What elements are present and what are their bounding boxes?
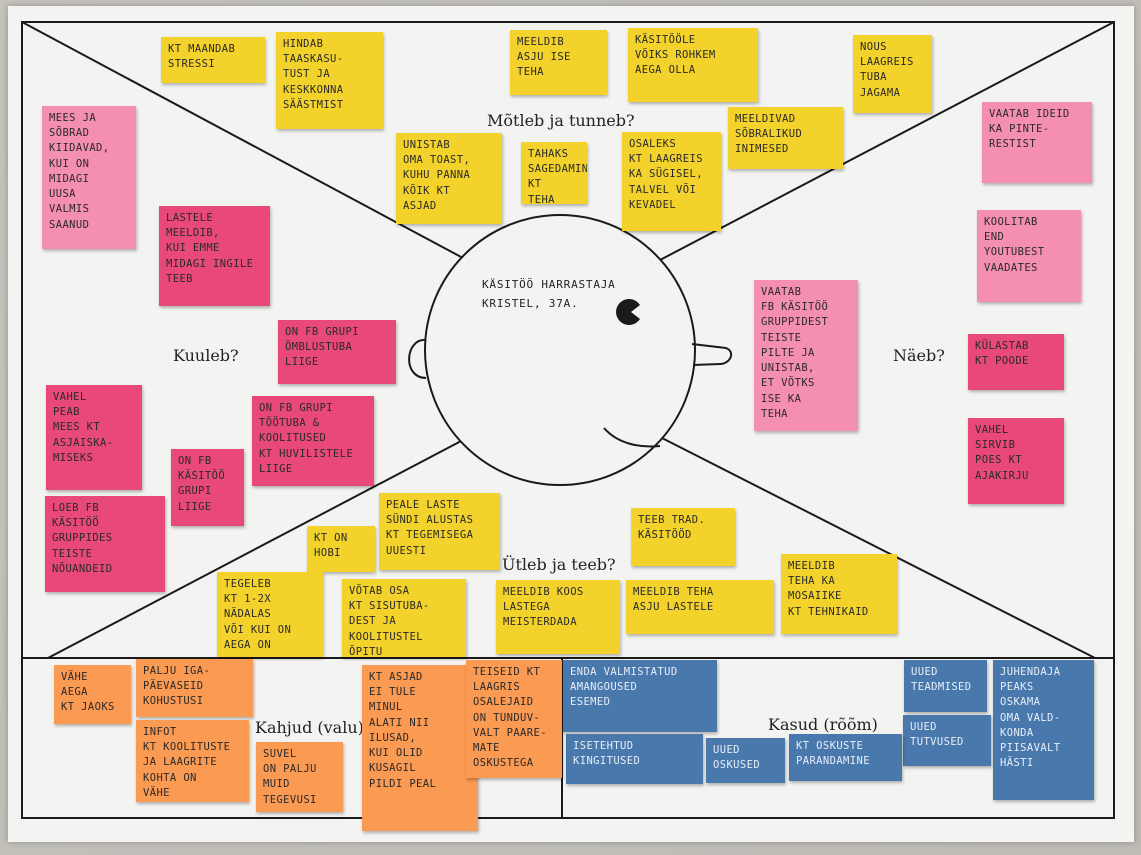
sticky-note: Meeldib koos lastega meisterdada	[496, 580, 620, 654]
label-thinks-feels: Mõtleb ja tunneb?	[487, 111, 635, 130]
sticky-note: Mees ja sõbrad kiidavad, kui on midagi u…	[42, 106, 136, 249]
sticky-note: Uued tutvused	[903, 715, 991, 766]
sticky-note: Nous laagreis tuba jagama	[853, 35, 932, 113]
sticky-note: Vähe aega KT jaoks	[54, 665, 131, 724]
sticky-note: Käsitööle võiks rohkem aega olla	[628, 28, 758, 102]
sticky-note: Hindab taaskasu- tust ja keskkonna sääst…	[276, 32, 383, 129]
sticky-note: Palju iga- päevaseid kohustusi	[136, 659, 253, 717]
diagonal-bottom-right	[659, 436, 1096, 659]
sticky-note: Teiseid KT laagris osalejaid on tunduv- …	[466, 660, 562, 778]
persona-title: Käsitöö harrastaja Kristel, 37a.	[482, 278, 616, 310]
sticky-note: Meeldib teha ka mosaiike KT tehnikaid	[781, 554, 897, 634]
sticky-note: Uued oskused	[706, 738, 785, 783]
nose	[691, 343, 733, 366]
sticky-note: Loeb FB käsitöö gruppides teiste nõuande…	[45, 496, 165, 592]
sticky-note: Külastab KT poode	[968, 334, 1064, 390]
eye	[616, 299, 640, 325]
head-circle	[424, 214, 696, 486]
sticky-note: Isetehtud kingitused	[566, 734, 703, 784]
diagonal-top-right	[659, 21, 1115, 261]
sticky-note: KT maandab stressi	[161, 37, 265, 83]
label-says-does: Ütleb ja teeb?	[502, 555, 616, 574]
sticky-note: On FB grupi töötuba & koolitused KT huvi…	[252, 396, 374, 486]
sticky-note: Infot KT koolituste ja laagrite kohta on…	[136, 720, 249, 802]
label-hears: Kuuleb?	[173, 346, 239, 365]
sticky-note: Enda valmistatud amangoused esemed	[563, 660, 717, 732]
sticky-note: Vaatab FB käsitöö gruppidest teiste pilt…	[754, 280, 858, 431]
sticky-note: Juhendaja peaks oskama oma vald- konda p…	[993, 660, 1094, 800]
sticky-note: KT asjad ei tule minul alati nii ilusad,…	[362, 665, 478, 831]
sticky-note: Võtab osa KT sisutuba- dest ja koolitust…	[342, 579, 466, 657]
sticky-note: Vahel sirvib poes KT ajakirju	[968, 418, 1064, 504]
sticky-note: Tahaks sagedamini KT teha	[521, 142, 587, 204]
mouth	[603, 427, 661, 448]
ear-left	[408, 338, 427, 379]
sticky-note: Meeldivad sõbralikud inimesed	[728, 107, 843, 169]
sticky-note: On FB käsitöö grupi liige	[171, 449, 244, 526]
sticky-note: KT on hobi	[307, 526, 375, 572]
sticky-note: On FB grupi õmblustuba liige	[278, 320, 396, 384]
sticky-note: Osaleks KT laagreis ka sügisel, talvel v…	[622, 132, 721, 231]
sticky-note: Koolitab end Youtubest vaadates	[977, 210, 1081, 302]
label-pains: Kahjud (valu)	[255, 718, 364, 737]
sticky-note: Tegeleb KT 1-2x nädalas või kui on aega …	[217, 572, 323, 657]
sticky-note: Teeb trad. käsitööd	[631, 508, 735, 566]
sticky-note: Unistab oma toast, kuhu panna kõik KT as…	[396, 133, 502, 224]
sticky-note: Meeldib teha asju lastele	[626, 580, 774, 634]
sticky-note: Lastele meeldib, kui emme midagi ingile …	[159, 206, 270, 306]
sticky-note: Vaatab ideid ka pinte- restist	[982, 102, 1092, 183]
sticky-note: Suvel on palju muid tegevusi	[256, 742, 343, 812]
diagonal-top-left	[21, 21, 464, 259]
label-gains: Kasud (rõõm)	[768, 715, 878, 734]
sticky-note: Vahel peab mees KT asjaiska- miseks	[46, 385, 142, 490]
map-border	[21, 21, 1115, 819]
sticky-note: Meeldib asju ise teha	[510, 30, 607, 95]
sticky-note: Peale laste sündi alustas KT tegemisega …	[379, 493, 500, 570]
sticky-note: Uued teadmised	[904, 660, 987, 712]
diagonal-bottom-left	[47, 439, 464, 659]
sticky-note: KT oskuste parandamine	[789, 734, 902, 781]
label-sees: Näeb?	[893, 346, 945, 365]
